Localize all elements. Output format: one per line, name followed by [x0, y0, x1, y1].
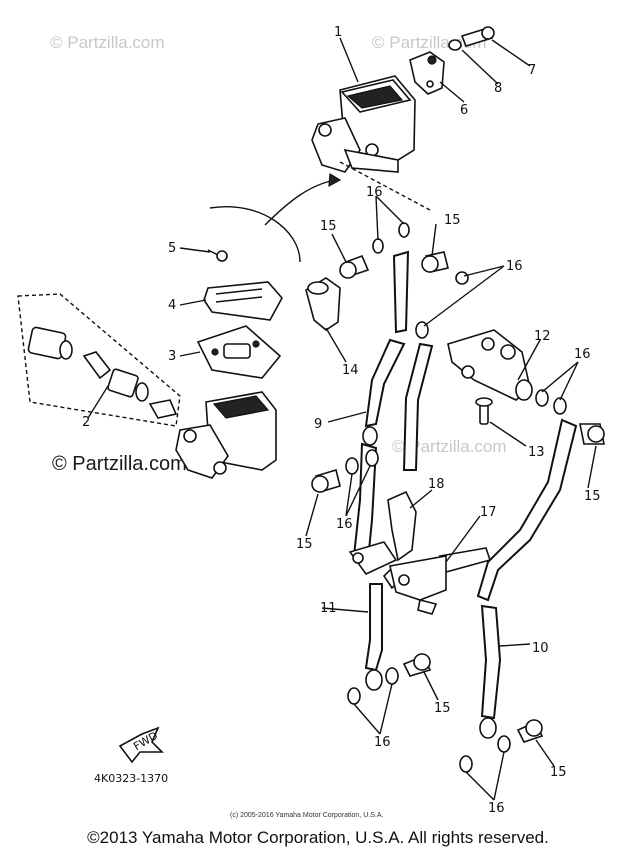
master-cylinder-top	[311, 75, 416, 173]
screw-7	[460, 26, 495, 47]
small-copyright: (c) 2005-2016 Yamaha Motor Corporation, …	[230, 812, 383, 819]
watermark-middle-right: © Partzilla.com	[392, 437, 507, 456]
callout-16-a: 16	[366, 185, 383, 200]
banjo-bolt-15-left	[311, 468, 341, 494]
callout-16-d: 16	[336, 517, 353, 532]
callout-17: 17	[480, 505, 497, 520]
hose-9-banjo	[362, 426, 378, 446]
callout-15-d: 15	[296, 537, 313, 552]
master-cylinder-body	[175, 391, 277, 479]
explode-curve-left	[209, 206, 301, 263]
callout-6: 6	[460, 103, 468, 118]
callout-16-b: 16	[506, 259, 523, 274]
callout-7: 7	[528, 63, 536, 78]
callout-11: 11	[320, 601, 337, 616]
callout-16-c: 16	[574, 347, 591, 362]
callout-16-f: 16	[488, 801, 505, 816]
hose-segment-upper	[392, 250, 410, 334]
brake-hose-link	[402, 342, 434, 471]
callout-9: 9	[314, 417, 322, 432]
callout-10: 10	[532, 641, 549, 656]
screw-5	[207, 249, 228, 262]
callout-16-e: 16	[374, 735, 391, 750]
explode-arrow	[264, 179, 336, 226]
leader-lines	[87, 37, 597, 801]
diagram-ref-number: 4K0323-1370	[94, 772, 168, 785]
washers-16-lower-right	[459, 735, 511, 773]
washers-16-upper	[372, 222, 469, 339]
banjo-bolt-15-lower-right	[516, 719, 544, 743]
watermark-main: © Partzilla.com	[52, 453, 187, 475]
banjo-bolt-15-lower-mid	[402, 653, 432, 677]
callout-3: 3	[168, 349, 176, 364]
brake-hose-9	[364, 338, 406, 428]
dust-boot-14	[305, 277, 341, 331]
callout-15-b: 15	[444, 213, 461, 228]
banjo-bolt-15-right	[421, 251, 449, 273]
piston-kit-box	[17, 293, 181, 427]
guide-dashed-1	[339, 161, 431, 211]
bracket-17	[389, 547, 492, 615]
callout-1: 1	[334, 25, 342, 40]
brake-hose-10-lower	[480, 604, 502, 720]
forward-arrow: FWD	[118, 726, 164, 764]
callout-15-c: 15	[584, 489, 601, 504]
callout-8: 8	[494, 81, 502, 96]
callout-4: 4	[168, 298, 176, 313]
callout-15-a: 15	[320, 219, 337, 234]
banjo-bolt-15-far-right	[579, 423, 605, 445]
diaphragm-cover-4	[203, 281, 283, 321]
callout-5: 5	[168, 241, 176, 256]
banjo-bolt-15-upper	[339, 254, 370, 279]
hose-11-banjo	[365, 669, 383, 691]
joint-bolt-13	[475, 397, 493, 425]
brake-joint-12	[447, 329, 533, 401]
callout-2: 2	[82, 415, 90, 430]
callout-12: 12	[534, 329, 551, 344]
brake-hose-10-upper	[476, 418, 578, 602]
explode-arrowhead	[328, 172, 342, 188]
callout-13: 13	[528, 445, 545, 460]
brake-hose-11-lower	[364, 583, 383, 672]
washers-16-right	[535, 389, 567, 415]
reservoir-cap-bracket	[409, 51, 445, 95]
callout-labels: 1 2 3 4 5 6 7 8 9 10 11 12 13 14 15 15 1…	[82, 25, 601, 816]
callout-15-e: 15	[434, 701, 451, 716]
washers-16-left	[345, 449, 379, 475]
footer-copyright: ©2013 Yamaha Motor Corporation, U.S.A. A…	[87, 828, 549, 847]
hose-10-banjo	[479, 717, 497, 739]
diaphragm-plate-3	[196, 325, 282, 379]
callout-15-f: 15	[550, 765, 567, 780]
watermark-top-left: © Partzilla.com	[50, 33, 165, 52]
callout-18: 18	[428, 477, 445, 492]
piston-kit-parts	[27, 326, 178, 419]
callout-14: 14	[342, 363, 359, 378]
washer-8	[448, 39, 462, 51]
